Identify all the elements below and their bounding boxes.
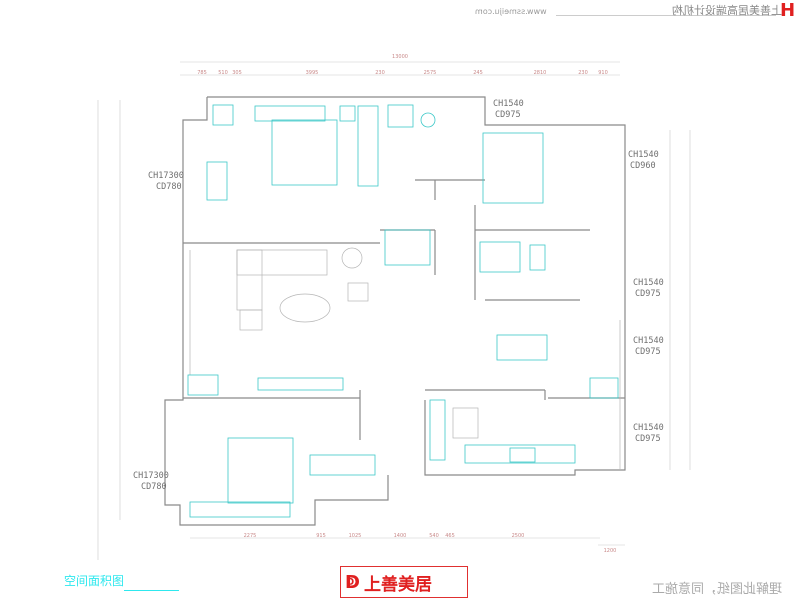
furniture [187,104,619,518]
title-underline [124,590,179,591]
second-bed [482,132,544,204]
dining-table [496,334,548,361]
dim-label: 2275 [244,533,257,539]
closet [357,105,379,187]
dim-label: 1200 [604,548,617,554]
window-labels: CH1540 CD975 CH17300 CD780 CH1540 CD960 … [133,99,664,492]
dim-overall: 13000 [392,54,408,60]
window-label-ch: CH1540 [628,150,659,160]
dim-label: 1025 [349,533,362,539]
window-label-ch: CH1540 [633,336,664,346]
stove [509,447,536,463]
third-bed [227,437,294,504]
window-label-ch: CH1540 [633,278,664,288]
brand-logo: ↁ 上善美居 [340,566,468,598]
fridge [452,407,479,439]
sofa [236,249,328,276]
dim-label: 2810 [534,70,547,76]
website-text: www.ssmeiju.com [475,7,547,16]
dim-label: 230 [375,70,385,76]
lounge-chair [279,293,331,323]
dim-label: 230 [578,70,588,76]
dim-label: 245 [473,70,483,76]
bottom-cabinet [189,501,291,518]
brand-mark-logo: H [780,0,796,21]
dim-label: 510 [218,70,228,76]
window-label-cd: CD975 [635,434,661,444]
construction-notice: 理解此图纸，同意施工 [652,582,783,597]
window-label-cd: CD975 [635,289,661,299]
dim-bottom: 2275 915 1025 1400 540 465 2500 1200 [244,533,617,554]
window-label-cd: CD960 [630,161,656,171]
plan-title: 空间面积图 [64,574,125,588]
window-label-ch: CH17300 [148,171,184,181]
dim-label: 2575 [424,70,437,76]
dimension-lines [97,61,691,560]
logo-mark-icon: ↁ [345,571,360,593]
dim-label: 540 [429,533,439,539]
window-label-cd: CD975 [635,347,661,357]
walls [164,96,626,526]
tv-cabinet [257,377,344,391]
headboard [254,105,326,122]
desk-chair [206,161,228,201]
window-label-ch: CH17300 [133,471,169,481]
sink [387,104,414,128]
kitchen-cabinet [429,399,446,461]
dim-label: 1400 [394,533,407,539]
dim-label: 2500 [512,533,525,539]
dim-top: 785 510 305 3995 230 2575 245 2810 230 9… [197,70,608,76]
bath-toilet [529,244,546,271]
kitchen-sink [589,377,619,399]
logo-text: 上善美居 [363,574,432,595]
master-bed [271,119,338,186]
window-label-cd: CD780 [141,482,167,492]
dim-label: 465 [445,533,455,539]
vanity [384,229,431,266]
window-label-cd: CD975 [495,110,521,120]
window-label-ch: CH1540 [493,99,524,109]
armchair [347,282,369,302]
window-label-ch: CH1540 [633,423,664,433]
side-table [341,247,363,269]
dim-label: 3995 [306,70,319,76]
bath-sink [479,241,521,273]
kitchen-counter [464,444,576,464]
window-label-cd: CD780 [156,182,182,192]
dim-label: 785 [197,70,207,76]
toilet [420,112,436,128]
dim-label: 305 [232,70,242,76]
dim-label: 915 [316,533,326,539]
dim-label: 910 [598,70,608,76]
wardrobe [212,104,234,126]
brand-tagline: 上善美居高端设计机构 [672,4,782,17]
